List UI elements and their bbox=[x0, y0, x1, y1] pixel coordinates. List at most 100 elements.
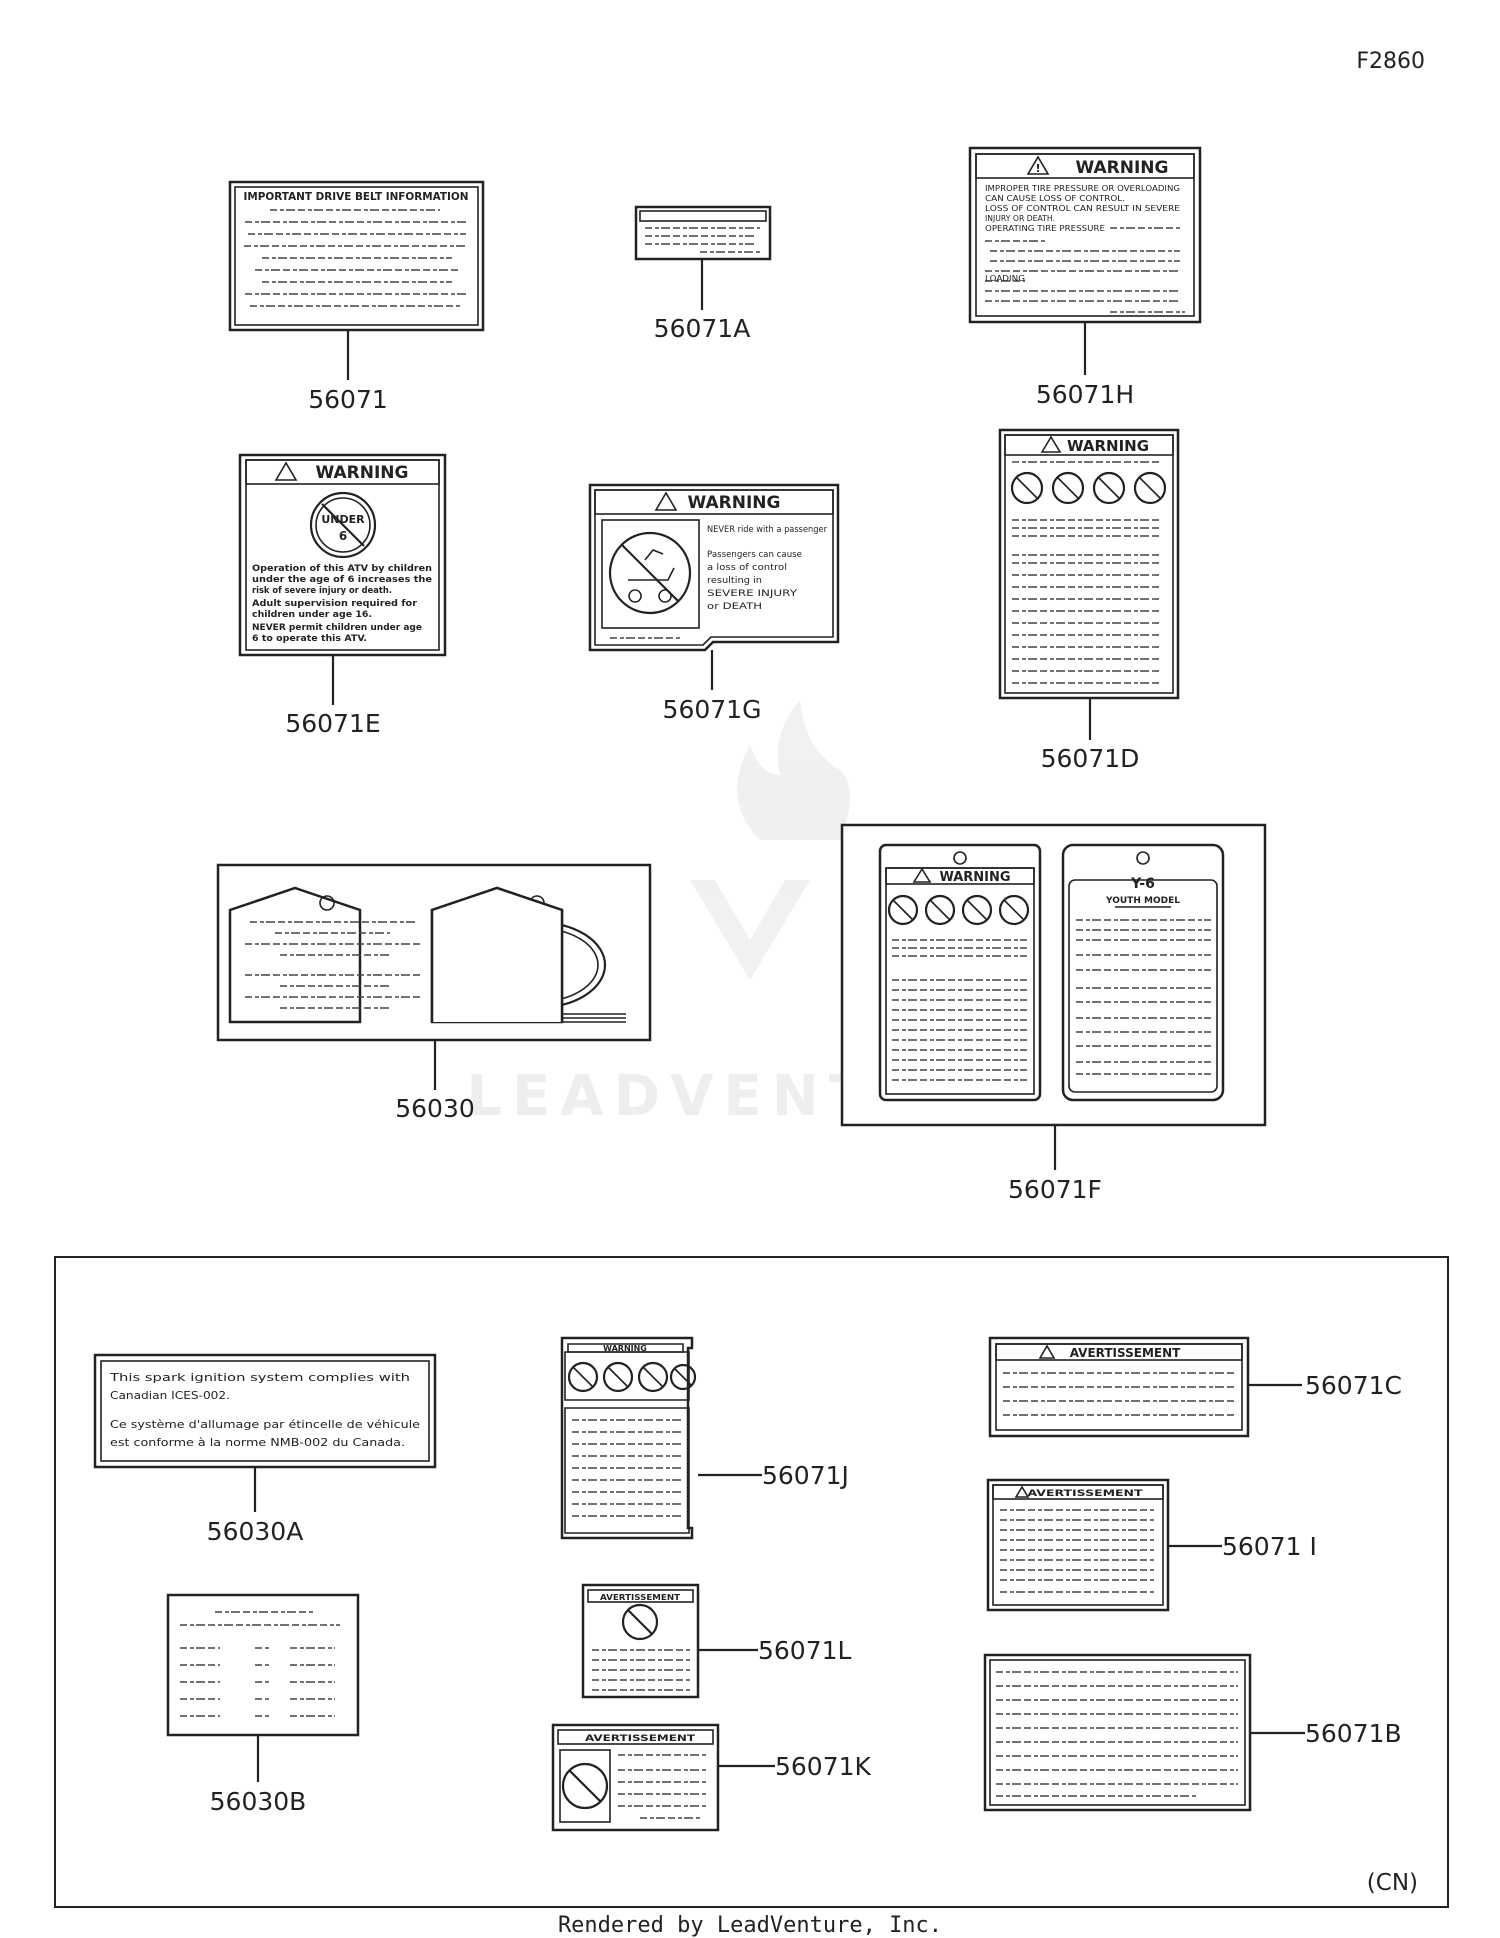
prohibition-icon bbox=[1010, 471, 1044, 505]
part-56071A[interactable]: 56071A bbox=[634, 205, 772, 343]
prohibition-icon bbox=[567, 1361, 599, 1393]
part-56071[interactable]: IMPORTANT DRIVE BELT INFORMATION 56071 bbox=[228, 180, 485, 414]
part-number-56030B: 56030B bbox=[210, 1787, 307, 1816]
label-56071H-line: CAN CAUSE LOSS OF CONTROL. bbox=[985, 194, 1125, 203]
label-56071J-heading: WARNING bbox=[603, 1344, 647, 1353]
warning-triangle-icon bbox=[654, 491, 678, 511]
part-number-56071H: 56071H bbox=[1036, 380, 1134, 409]
label-56071E-under: UNDER bbox=[321, 513, 365, 526]
part-56071F[interactable]: WARNING Y-6 YOUTH MODEL 56071F bbox=[840, 823, 1267, 1204]
label-56071E-line: 6 to operate this ATV. bbox=[252, 634, 367, 644]
label-56071L-shape bbox=[581, 1583, 700, 1699]
label-56071I-shape bbox=[986, 1478, 1170, 1612]
part-56071E[interactable]: WARNING UNDER 6 Operation of this ATV by… bbox=[238, 453, 447, 738]
warning-triangle-icon bbox=[1026, 155, 1050, 175]
part-56030A[interactable]: This spark ignition system complies with… bbox=[93, 1353, 437, 1546]
label-56071E-line: risk of severe injury or death. bbox=[252, 586, 392, 596]
prohibition-icon bbox=[1133, 471, 1167, 505]
warning-triangle-icon bbox=[1040, 435, 1062, 453]
part-56071J[interactable]: WARNING 56071J bbox=[560, 1336, 849, 1540]
label-56071-title: IMPORTANT DRIVE BELT INFORMATION bbox=[244, 190, 469, 203]
part-number-56071G: 56071G bbox=[663, 695, 762, 724]
label-56071I-heading: AVERTISSEMENT bbox=[1028, 1489, 1144, 1499]
prohibition-icon bbox=[669, 1363, 697, 1391]
label-56071G-heading: WARNING bbox=[688, 493, 781, 513]
label-56071G-line: SEVERE INJURY bbox=[707, 589, 798, 599]
no-passenger-icon bbox=[621, 1603, 659, 1641]
part-56071I[interactable]: AVERTISSEMENT 56071 I bbox=[986, 1478, 1317, 1612]
part-number-56071C: 56071C bbox=[1305, 1371, 1402, 1400]
part-56030[interactable]: 56030 bbox=[216, 863, 652, 1123]
part-number-56071: 56071 bbox=[308, 385, 388, 414]
label-56071K-heading: AVERTISSEMENT bbox=[585, 1734, 696, 1744]
part-56071B[interactable]: 56071B bbox=[983, 1653, 1402, 1812]
label-56071B-shape bbox=[983, 1653, 1252, 1812]
label-56071D-heading: WARNING bbox=[1067, 437, 1149, 455]
label-56071H-line: LOSS OF CONTROL CAN RESULT IN SEVERE bbox=[985, 204, 1180, 213]
part-number-56071A: 56071A bbox=[654, 314, 751, 343]
diagram-code: F2860 bbox=[1356, 49, 1425, 74]
warning-triangle-icon bbox=[1038, 1344, 1056, 1359]
label-56071H-line: LOADING bbox=[985, 274, 1025, 283]
svg-text:!: ! bbox=[1035, 162, 1040, 175]
label-56071D-shape bbox=[998, 428, 1180, 700]
label-56030A-line: est conforme à la norme NMB-002 du Canad… bbox=[110, 1436, 405, 1449]
prohibition-icon bbox=[924, 894, 956, 926]
part-56071K[interactable]: AVERTISSEMENT 56071K bbox=[551, 1723, 872, 1832]
label-56071E-age: 6 bbox=[339, 529, 347, 543]
label-56030A-line: This spark ignition system complies with bbox=[109, 1371, 410, 1384]
prohibition-icon bbox=[602, 1361, 634, 1393]
part-56071G[interactable]: WARNING NEVER ride with a passenger Pass… bbox=[588, 483, 840, 724]
no-passenger-icon bbox=[608, 531, 692, 615]
part-56071L[interactable]: AVERTISSEMENT 56071L bbox=[581, 1583, 852, 1699]
label-56071F-youth bbox=[1061, 843, 1225, 1102]
prohibition-icon bbox=[1051, 471, 1085, 505]
part-number-56071B: 56071B bbox=[1305, 1719, 1402, 1748]
warning-triangle-icon bbox=[1014, 1485, 1030, 1498]
prohibition-icon bbox=[637, 1361, 669, 1393]
part-number-56071E: 56071E bbox=[285, 709, 380, 738]
label-56030A-shape bbox=[93, 1353, 437, 1469]
label-56071H-line: INJURY OR DEATH. bbox=[985, 214, 1055, 223]
part-number-56030A: 56030A bbox=[207, 1517, 304, 1546]
no-underage-icon bbox=[309, 491, 377, 559]
label-56071G-line: or DEATH bbox=[707, 602, 762, 612]
no-passenger-icon bbox=[561, 1762, 609, 1810]
prohibition-icon bbox=[887, 894, 919, 926]
part-56071D[interactable]: WARNING 56071D bbox=[998, 428, 1180, 773]
label-56030A-line: Ce système d'allumage par étincelle de v… bbox=[110, 1418, 420, 1431]
label-56071G-shape bbox=[588, 483, 840, 652]
warning-triangle-icon bbox=[274, 461, 298, 481]
part-number-56071D: 56071D bbox=[1041, 744, 1140, 773]
label-56071-shape bbox=[228, 180, 485, 332]
label-56071G-line: Passengers can cause bbox=[707, 550, 802, 560]
label-56071G-line: a loss of control bbox=[707, 563, 787, 573]
label-56071F-y6: Y-6 bbox=[1130, 876, 1155, 892]
label-56071E-line: Adult supervision required for bbox=[252, 599, 418, 609]
part-number-56071J: 56071J bbox=[762, 1461, 849, 1490]
v-logo-icon bbox=[690, 880, 810, 980]
label-56071G-line: resulting in bbox=[707, 576, 762, 586]
label-56071L-heading: AVERTISSEMENT bbox=[600, 1593, 681, 1602]
footer-credit: Rendered by LeadVenture, Inc. bbox=[558, 1913, 942, 1938]
label-56071K-shape bbox=[551, 1723, 720, 1832]
label-56071H-line: OPERATING TIRE PRESSURE bbox=[985, 224, 1105, 233]
label-56071E-line: Operation of this ATV by children bbox=[252, 564, 432, 574]
label-56071E-line: under the age of 6 increases the bbox=[252, 575, 432, 585]
label-56071A-shape bbox=[634, 205, 772, 261]
label-56071E-line: NEVER permit children under age bbox=[252, 623, 422, 633]
part-56071H[interactable]: ! WARNING IMPROPER TIRE PRESSURE OR OVER… bbox=[968, 146, 1202, 409]
label-56071H-line: IMPROPER TIRE PRESSURE OR OVERLOADING bbox=[985, 184, 1180, 193]
part-56030B[interactable]: 56030B bbox=[166, 1593, 360, 1816]
prohibition-icon bbox=[998, 894, 1030, 926]
label-56071H-heading: WARNING bbox=[1076, 158, 1169, 178]
part-number-56071F: 56071F bbox=[1008, 1175, 1102, 1204]
label-56071F-heading: WARNING bbox=[939, 870, 1010, 885]
flame-logo-icon bbox=[737, 700, 850, 840]
label-56030A-line: Canadian ICES-002. bbox=[110, 1389, 230, 1402]
part-56071C[interactable]: AVERTISSEMENT 56071C bbox=[988, 1336, 1402, 1438]
region-code: (CN) bbox=[1367, 1870, 1418, 1896]
label-56071F-youth-model: YOUTH MODEL bbox=[1105, 896, 1180, 906]
part-number-56071L: 56071L bbox=[758, 1636, 852, 1665]
